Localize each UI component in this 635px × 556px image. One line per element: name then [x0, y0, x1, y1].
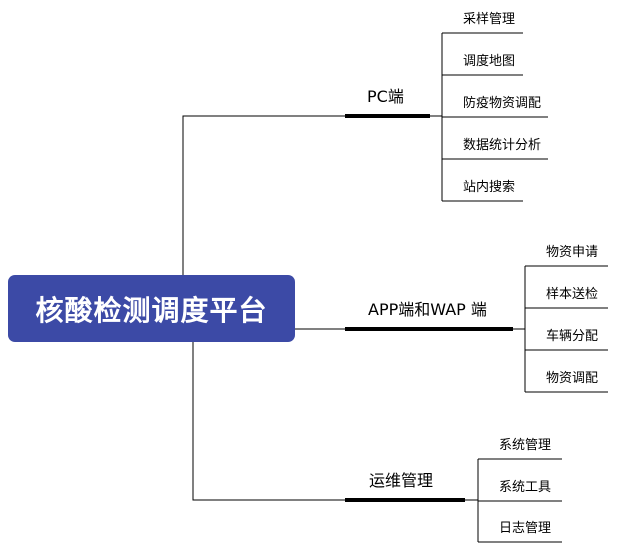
- root-title: 核酸检测调度平台: [35, 293, 268, 327]
- leaf-app-1: 物资申请: [546, 245, 599, 260]
- root-node: 核酸检测调度平台: [8, 275, 295, 342]
- leaf-ops-1: 系统管理: [499, 438, 552, 453]
- leaf-pc-3: 防疫物资调配: [463, 96, 542, 111]
- leaf-ops-2: 系统工具: [499, 480, 552, 495]
- branch-ops: 运维管理: [369, 471, 434, 490]
- leaf-pc-5: 站内搜索: [463, 180, 516, 195]
- leaf-pc-2: 调度地图: [463, 54, 516, 69]
- connector-app-leaves: [513, 265, 608, 393]
- leaf-app-4: 物资调配: [546, 371, 599, 386]
- connector-ops-leaves: [465, 458, 562, 543]
- connector-root-ops: [192, 342, 345, 501]
- branch-app-wap: APP端和WAP 端: [368, 300, 487, 319]
- connector-pc-leaves: [430, 32, 548, 202]
- leaf-pc-4: 数据统计分析: [463, 138, 542, 153]
- leaf-app-3: 车辆分配: [546, 329, 599, 344]
- leaf-pc-1: 采样管理: [463, 12, 516, 27]
- branch-pc: PC端: [367, 87, 404, 106]
- leaf-ops-3: 日志管理: [499, 521, 552, 536]
- leaf-app-2: 样本送检: [546, 287, 599, 302]
- connector-root-pc: [182, 115, 345, 275]
